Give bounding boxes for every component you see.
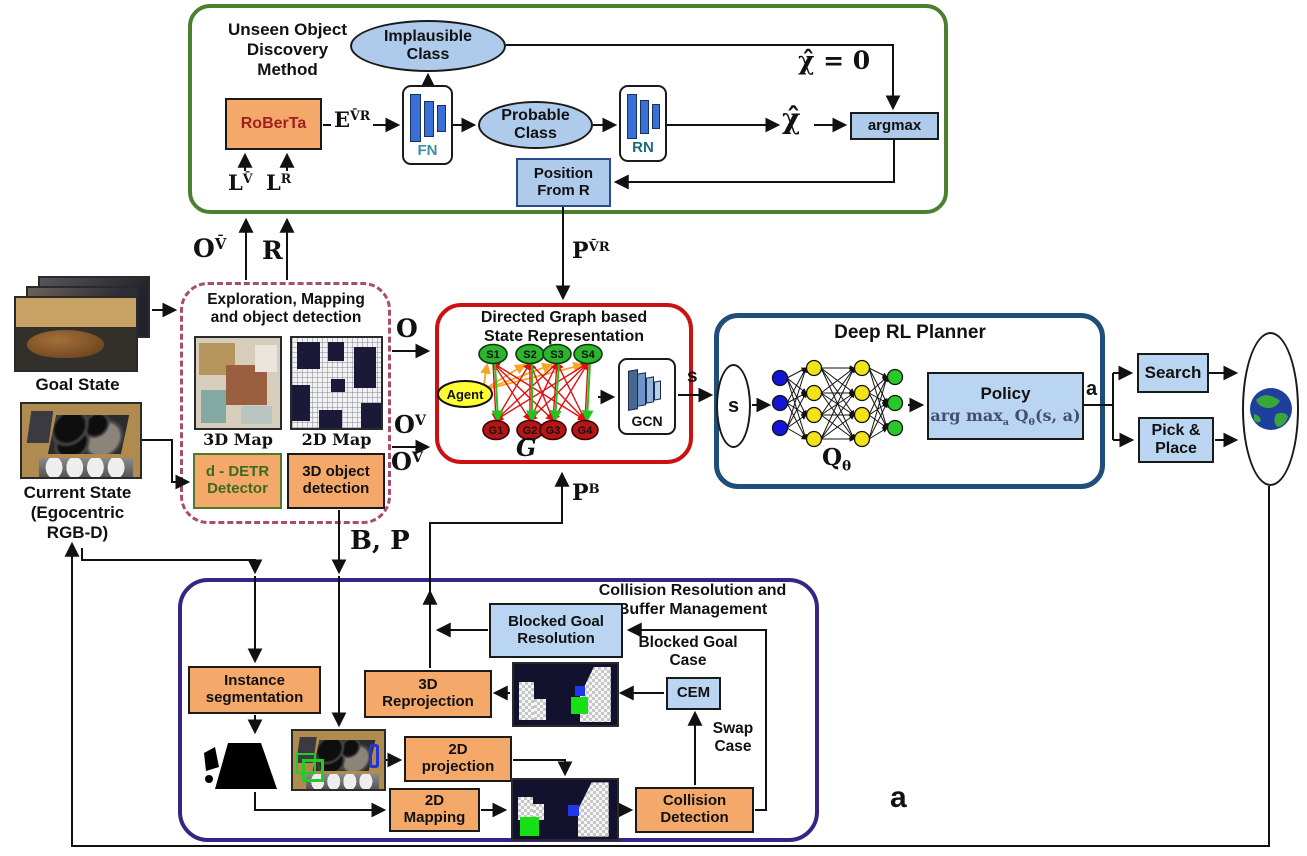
goal-state-label: Goal State	[35, 375, 120, 394]
label-o: O	[396, 314, 418, 343]
map-2d-image	[290, 336, 383, 430]
detection-image	[291, 729, 386, 791]
rn-label: RN	[632, 139, 654, 157]
label-a-bottom: a	[890, 781, 907, 814]
unseen-object-discovery-box	[188, 4, 948, 214]
svg-text:G4: G4	[578, 425, 594, 437]
occupancy-map-top-image	[512, 662, 619, 727]
globe-icon	[1249, 388, 1292, 430]
label-o-vbar: OV̄	[391, 447, 424, 476]
svg-text:Agent: Agent	[447, 387, 485, 402]
svg-text:G2: G2	[523, 425, 538, 437]
fn-network-box: FN	[402, 85, 453, 165]
map-3d-label: 3D Map	[203, 430, 273, 449]
blue-bbox	[368, 743, 380, 769]
label-o-v: OV	[394, 410, 427, 439]
label-r-top: R	[262, 236, 283, 265]
fn-label: FN	[417, 142, 438, 160]
label-l-r: LR	[266, 170, 292, 195]
green-bbox	[296, 752, 324, 783]
label-chi-hat: χ̂	[782, 102, 801, 135]
label-b-p: B, P	[350, 526, 410, 556]
svg-text:S3: S3	[550, 349, 563, 361]
svg-text:S2: S2	[523, 349, 536, 361]
label-e-vr: EV̄R	[331, 107, 374, 132]
label-p-vr: PV̄R	[572, 238, 610, 264]
policy-box: Policy arg maxa Qθ(s, a)	[927, 372, 1084, 440]
label-q-theta: Qθ	[822, 444, 852, 475]
map-2d-label: 2D Map	[301, 430, 372, 449]
label-p-b: PB	[572, 480, 600, 506]
probable-class-ellipse: Probable Class	[478, 101, 593, 149]
s-input-ellipse: s	[716, 364, 751, 448]
q-network-icon	[771, 359, 904, 448]
gcn-box: GCN	[618, 358, 676, 435]
occupancy-map-bottom-image	[511, 778, 619, 841]
search-box: Search	[1137, 353, 1209, 393]
implausible-class-ellipse: Implausible Class	[350, 20, 506, 72]
directed-graph-box	[435, 303, 693, 464]
label-o-vbar-top: OV̄	[193, 234, 227, 263]
goal-state-image	[14, 296, 138, 372]
map-3d-image	[194, 336, 282, 430]
label-a-out: a	[1086, 378, 1098, 400]
label-l-v: LV̄	[228, 170, 253, 195]
segmentation-mask-image	[198, 737, 283, 792]
roberta-box: RoBerTa	[225, 98, 322, 150]
cem-box: CEM	[666, 677, 721, 710]
svg-text:G1: G1	[489, 425, 504, 437]
argmax-box: argmax	[850, 112, 939, 140]
label-g: G	[516, 433, 537, 462]
deep-rl-planner-title: Deep RL Planner	[834, 322, 986, 343]
pick-place-box: Pick &Place	[1138, 417, 1214, 463]
svg-text:G3: G3	[546, 425, 561, 437]
label-s-out: s	[687, 366, 698, 387]
label-chi-eq-zero: χ̂ = 0	[798, 46, 871, 75]
current-state-image	[20, 402, 142, 479]
environment-ellipse	[1242, 332, 1299, 486]
svg-text:S4: S4	[581, 349, 595, 361]
gcn-label: GCN	[631, 413, 663, 430]
svg-text:S1: S1	[486, 349, 499, 361]
rn-network-box: RN	[619, 85, 667, 162]
policy-formula: arg maxa Qθ(s, a)	[930, 406, 1081, 429]
